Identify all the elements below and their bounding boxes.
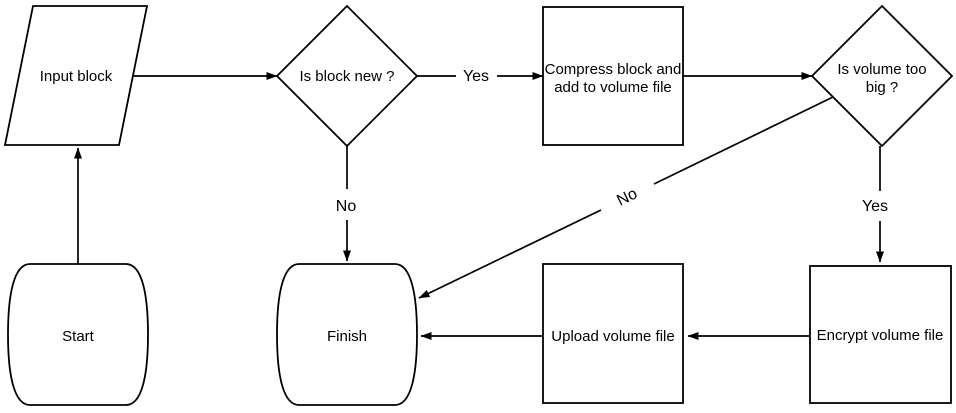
edge-label-is-volume-yes: Yes	[862, 198, 888, 215]
node-input-block-label: Input block	[40, 68, 113, 85]
terminal-shape	[7, 263, 149, 406]
edge-is-volume-no-segment2	[418, 209, 602, 299]
node-compress-block-label-line2: add to volume file	[554, 79, 672, 96]
process-rect-shape	[542, 6, 684, 146]
edge-label-is-volume-no: No	[614, 185, 640, 209]
node-input-block: Input block	[3, 5, 149, 146]
decision-diamond-shape	[275, 4, 419, 148]
process-rect-shape	[809, 265, 952, 404]
node-is-volume-too-big-label-line2: big ?	[866, 79, 899, 96]
decision-diamond-shape	[810, 4, 954, 148]
node-encrypt-volume-file: Encrypt volume file	[809, 265, 952, 404]
node-is-block-new-label: Is block new ?	[299, 68, 394, 85]
edge-label-is-block-new-yes: Yes	[463, 68, 489, 85]
process-rect-shape	[542, 263, 684, 404]
edge-label-is-block-new-no: No	[336, 198, 357, 215]
node-upload-volume-file: Upload volume file	[542, 263, 684, 404]
node-is-volume-too-big: Is volume too big ?	[810, 4, 954, 148]
node-compress-block: Compress block and add to volume file	[542, 6, 684, 146]
node-upload-volume-file-label: Upload volume file	[551, 328, 674, 345]
parallelogram-shape	[3, 5, 149, 146]
node-start-label: Start	[62, 328, 95, 345]
node-is-block-new: Is block new ?	[275, 4, 419, 148]
node-encrypt-volume-file-label: Encrypt volume file	[817, 327, 944, 344]
node-finish-label: Finish	[327, 328, 367, 345]
node-is-volume-too-big-label-line1: Is volume too	[837, 61, 926, 78]
node-finish: Finish	[276, 263, 418, 406]
node-start: Start	[7, 263, 149, 406]
terminal-shape	[276, 263, 418, 406]
edges	[74, 72, 884, 340]
edge-is-volume-no-segment1	[653, 96, 834, 185]
node-compress-block-label-line1: Compress block and	[545, 61, 682, 78]
